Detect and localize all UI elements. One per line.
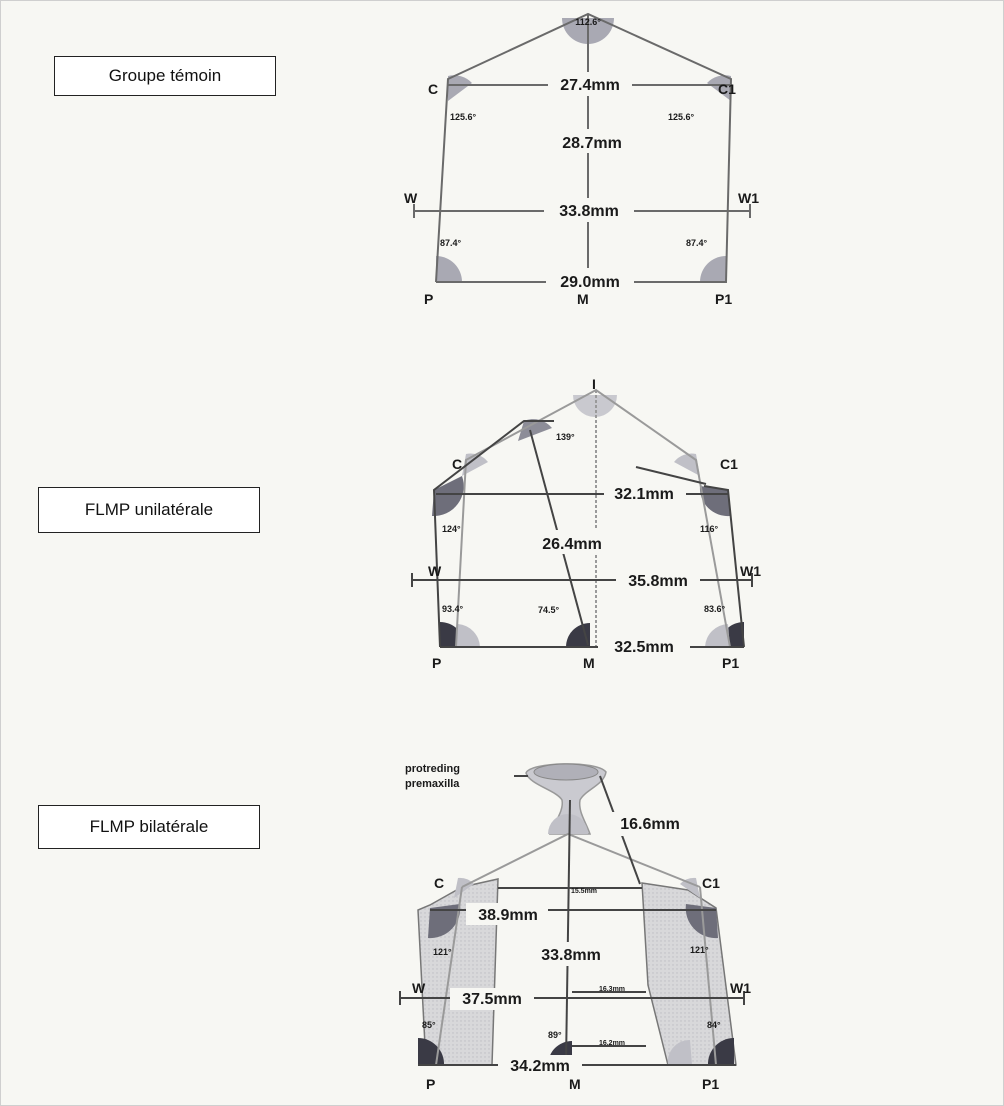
point-w-label: W: [428, 563, 442, 579]
point-w1-label: W1: [738, 190, 759, 206]
angle-p-label: 93.4°: [442, 604, 464, 614]
distance-w-w1: 35.8mm: [628, 573, 688, 590]
angle-c1-label: 121°: [690, 945, 709, 955]
label-groupe-temoin: Groupe témoin: [54, 56, 276, 96]
distance-c-c1: 27.4mm: [560, 77, 620, 94]
distance-p-p1: 29.0mm: [560, 274, 620, 291]
point-w-label: W: [404, 190, 418, 206]
point-i-label: I: [592, 376, 596, 392]
distance-c-c1-small: 15.5mm: [571, 888, 597, 895]
distance-c-c1: 38.9mm: [478, 907, 538, 924]
angle-c-wedge: [448, 75, 472, 101]
distance-height: 28.7mm: [562, 135, 622, 152]
point-w-label: W: [412, 980, 426, 996]
angle-p-wedge: [436, 256, 462, 282]
point-p-label: P: [432, 655, 441, 671]
angle-p1-label: 83.6°: [704, 604, 726, 614]
non-affected-segment: [703, 485, 745, 648]
point-p1-label: P1: [702, 1076, 719, 1092]
angle-p1-wedge: [700, 256, 726, 282]
point-p1-label: P1: [715, 291, 732, 307]
angle-c-label: 124°: [442, 524, 461, 534]
premaxilla-label-line1: protreding: [405, 763, 460, 775]
distance-w-w1: 37.5mm: [462, 991, 522, 1008]
angle-m-label: 74.5°: [538, 605, 560, 615]
angle-seg-label: 139°: [556, 432, 575, 442]
diagram-temoin: 112.6° C C1 125.6° 125.6° 27.4mm 28.7mm …: [404, 12, 759, 307]
point-c-label: C: [434, 875, 444, 891]
angle-p1-label: 87.4°: [686, 238, 708, 248]
distance-height: 26.4mm: [542, 536, 602, 553]
point-c1-label: C1: [720, 456, 738, 472]
point-w1-label: W1: [730, 980, 751, 996]
point-m-label: M: [583, 655, 595, 671]
line-height: [565, 799, 571, 1064]
angle-p1-label: 84°: [707, 1020, 721, 1030]
arch-outline: [435, 12, 733, 283]
angle-m-label: 89°: [548, 1030, 562, 1040]
angle-c-label: 125.6°: [450, 112, 477, 122]
distance-w-w1-small: 16.3mm: [599, 986, 625, 993]
angle-top-label: 112.6°: [575, 17, 601, 27]
premaxilla-label-line2: premaxilla: [405, 778, 460, 790]
point-c-label: C: [452, 456, 462, 472]
label-flmp-unilaterale: FLMP unilatérale: [38, 487, 260, 533]
distance-height: 33.8mm: [541, 947, 601, 964]
angle-p-label: 85°: [422, 1020, 436, 1030]
point-c1-label: C1: [702, 875, 720, 891]
point-m-label: M: [577, 291, 589, 307]
diagram-bilateral: protreding premaxilla 16.6mm C C1 15.5mm…: [399, 763, 751, 1092]
point-c-label: C: [428, 81, 438, 97]
angle-p-label: 87.4°: [440, 238, 462, 248]
point-p-label: P: [426, 1076, 435, 1092]
angle-c-label: 121°: [433, 947, 452, 957]
point-c1-label: C1: [718, 81, 736, 97]
point-p-label: P: [424, 291, 433, 307]
point-m-label: M: [569, 1076, 581, 1092]
affected-segment: [432, 420, 554, 648]
premaxilla-shape: [525, 763, 607, 835]
point-w1-label: W1: [740, 563, 761, 579]
diagram-unilateral: I 139° C C1 32.1mm 124° 116° 26.4mm W W1…: [411, 376, 761, 671]
distance-p-p1-small: 16.2mm: [599, 1040, 625, 1047]
distance-premax: 16.6mm: [620, 816, 680, 833]
distance-p-p1: 32.5mm: [614, 639, 674, 656]
distance-w-w1: 33.8mm: [559, 203, 619, 220]
distance-p-p1: 34.2mm: [510, 1058, 570, 1075]
angle-c1-label: 116°: [700, 524, 719, 534]
point-p1-label: P1: [722, 655, 739, 671]
angle-c1-wedge: [707, 75, 731, 101]
distance-c-c1: 32.1mm: [614, 486, 674, 503]
label-flmp-bilaterale: FLMP bilatérale: [38, 805, 260, 849]
angle-c1-label: 125.6°: [668, 112, 695, 122]
